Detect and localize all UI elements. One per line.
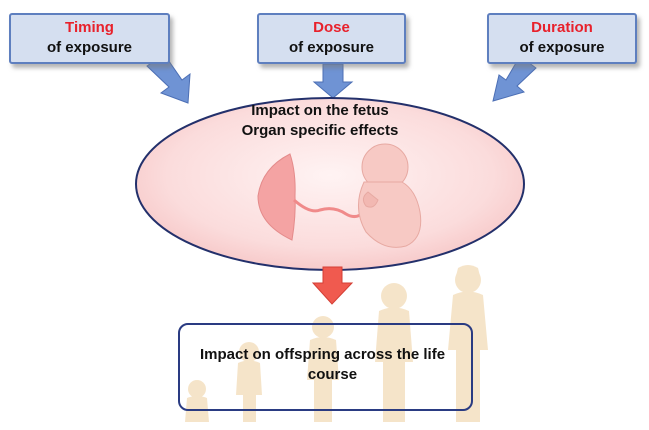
duration-subtext: of exposure <box>489 38 635 58</box>
offspring-impact-line2: course <box>200 365 465 385</box>
fetus-impact-line1: Impact on the fetus <box>205 101 435 121</box>
timing-box: Timing of exposure <box>9 13 170 64</box>
fetus-impact-text: Impact on the fetus Organ specific effec… <box>205 101 435 141</box>
duration-label: Duration <box>489 18 635 38</box>
timing-subtext: of exposure <box>11 38 168 58</box>
offspring-impact-text: Impact on offspring across the life cour… <box>200 345 465 385</box>
dose-subtext: of exposure <box>259 38 404 58</box>
timing-label: Timing <box>11 18 168 38</box>
dose-box: Dose of exposure <box>257 13 406 64</box>
offspring-impact-line1: Impact on offspring across the life <box>200 345 465 365</box>
dose-label: Dose <box>259 18 404 38</box>
arrow-dose <box>314 64 352 98</box>
arrow-impact <box>313 267 352 304</box>
fetus-impact-line2: Organ specific effects <box>205 121 435 141</box>
duration-box: Duration of exposure <box>487 13 637 64</box>
